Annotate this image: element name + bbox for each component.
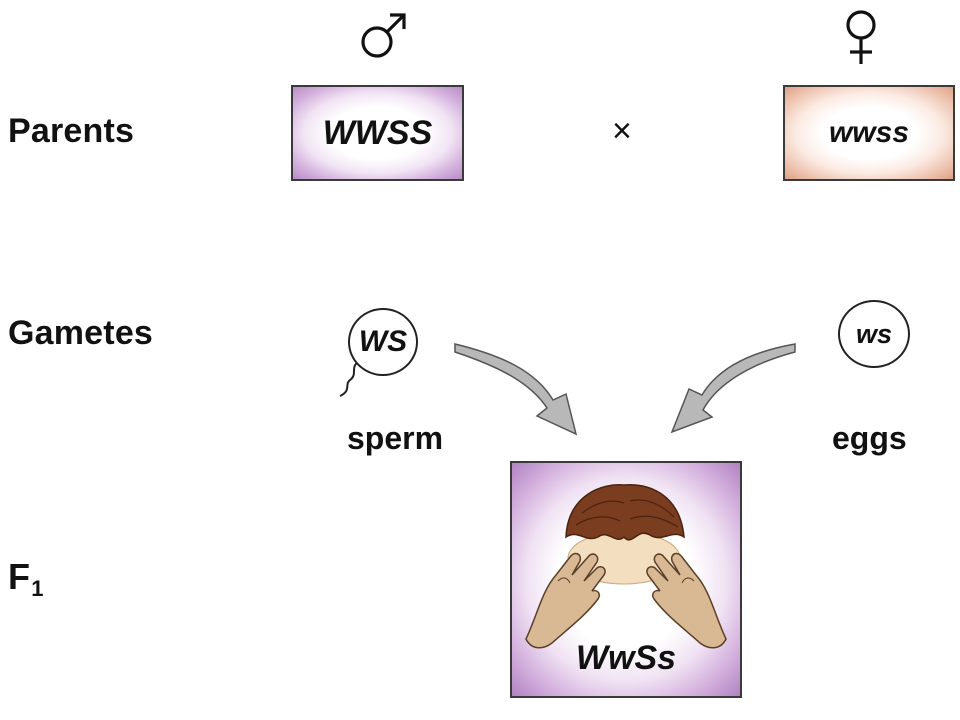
sperm-genotype: WS: [358, 325, 408, 358]
sperm-gamete: WS: [348, 308, 418, 376]
egg-genotype: ws: [855, 318, 893, 349]
hands-parting-hair-icon: [525, 484, 727, 649]
f1-letter: F: [8, 556, 31, 597]
f1-subscript: 1: [31, 576, 44, 601]
parents-row-label: Parents: [8, 112, 135, 150]
left-arrow-icon: [454, 343, 578, 436]
sperm-tail-icon: [339, 361, 359, 397]
male-parent-genotype-box: WWSS: [291, 85, 464, 181]
cross-sign: ×: [612, 112, 632, 150]
female-symbol-icon: [846, 10, 876, 64]
sperm-caption: sperm: [347, 420, 444, 456]
f1-row-label: F1: [8, 556, 44, 602]
egg-gamete: ws: [838, 300, 910, 368]
f1-offspring-box: WwSs: [510, 461, 742, 698]
female-parent-genotype-box: wwss: [783, 85, 955, 181]
female-parent-genotype: wwss: [828, 116, 910, 149]
male-symbol-icon: [361, 13, 406, 58]
eggs-caption: eggs: [832, 420, 907, 456]
male-parent-genotype: WWSS: [322, 113, 433, 152]
f1-genotype: WwSs: [575, 639, 677, 677]
gametes-row-label: Gametes: [8, 314, 154, 352]
right-arrow-icon: [670, 343, 796, 434]
